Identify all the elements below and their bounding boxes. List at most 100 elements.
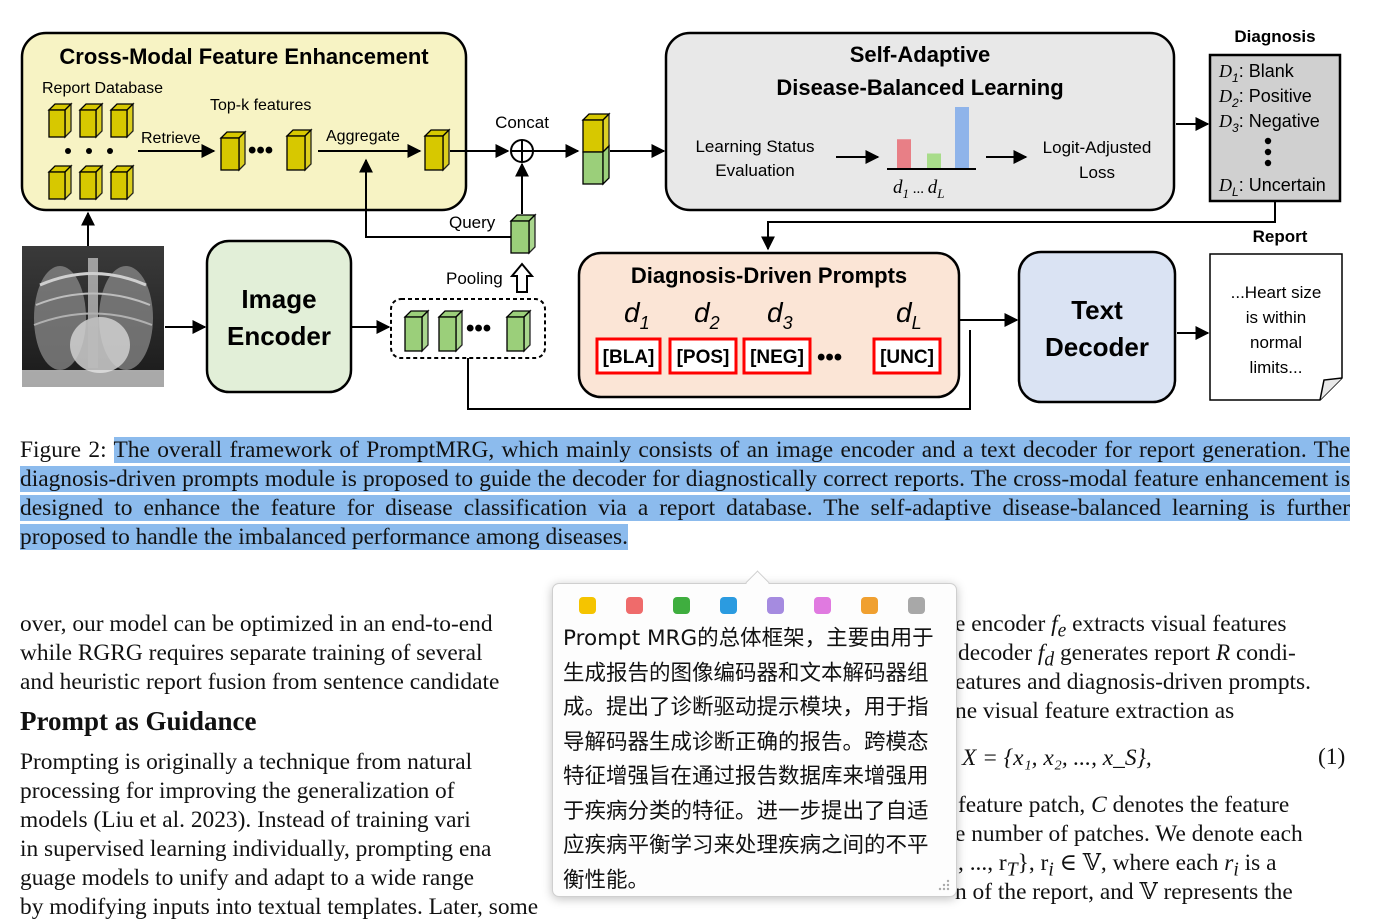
concat-label: Concat	[495, 113, 549, 132]
query-cube	[509, 213, 537, 255]
text-decoder-box	[1017, 250, 1177, 404]
prompt-token-box-1	[595, 337, 662, 375]
left-para2-line-3: models (Liu et al. 2023). Instead of tra…	[20, 807, 471, 833]
learning-status-line1: Learning Status	[695, 137, 814, 156]
left-para2-line-4: in supervised learning individually, pro…	[20, 836, 492, 862]
prompt-symbol-1: d1	[624, 297, 650, 333]
resize-grip-icon[interactable]	[938, 879, 950, 891]
highlight-swatch-1[interactable]	[579, 597, 596, 614]
report-database-label: Report Database	[42, 80, 163, 97]
report-database-cubes	[47, 102, 135, 201]
image-encoder-box	[205, 239, 353, 394]
left-para2-line-5: guage models to unify and adapt to a wid…	[20, 865, 475, 891]
concat-feature-block	[581, 112, 611, 186]
prompt-token-1: [BLA]	[603, 347, 655, 368]
db-cube-3	[47, 164, 73, 201]
right-line-6: e number of patches. We denote each	[955, 821, 1303, 847]
highlight-swatch-5[interactable]	[767, 597, 784, 614]
retrieve-label: Retrieve	[141, 130, 201, 147]
highlight-swatch-6[interactable]	[814, 597, 831, 614]
svg-text:•••: •••	[817, 344, 842, 371]
right-line-2: decoder fd generates report R condi-	[958, 640, 1296, 671]
diagnosis-item-1: D1: Blank	[1218, 61, 1295, 85]
pooling-label: Pooling	[446, 269, 503, 288]
highlight-swatch-7[interactable]	[861, 597, 878, 614]
highlight-swatch-4[interactable]	[720, 597, 737, 614]
text-decoder-line1: Text	[1071, 295, 1123, 325]
query-label: Query	[449, 213, 496, 232]
left-line-3: and heuristic report fusion from sentenc…	[20, 669, 500, 695]
prompt-symbol-2: d2	[694, 297, 720, 333]
db-cube-5	[109, 164, 135, 201]
aggregate-label: Aggregate	[326, 128, 400, 145]
prompt-token-4: [UNC]	[880, 347, 934, 368]
query-arrow	[359, 158, 512, 238]
highlight-swatch-2[interactable]	[626, 597, 643, 614]
equation: X = {x₁, x₂, ..., x_S},	[962, 745, 1152, 771]
self-adaptive-line2: Disease-Balanced Learning	[776, 75, 1063, 100]
aggregated-feature-cube	[423, 128, 451, 172]
figure-caption[interactable]: Figure 2: The overall framework of Promp…	[20, 436, 1350, 552]
query-feature-cube	[509, 213, 537, 255]
left-line-2: while RGRG requires separate training of…	[20, 640, 483, 666]
highlight-swatch-8[interactable]	[908, 597, 925, 614]
topk-cube-last	[285, 128, 313, 172]
prompt-token-box-3	[742, 337, 812, 375]
report-line-3: normal	[1250, 333, 1302, 352]
right-line-8: n of the report, and 𝕍 represents the	[955, 879, 1293, 905]
prompt-symbol-3: d3	[767, 297, 793, 333]
agg-cube	[423, 128, 451, 172]
db-cube-2	[109, 102, 135, 139]
visual-cube-3	[505, 309, 532, 353]
visual-feature-cubes	[403, 309, 532, 353]
diagnosis-item-4: DL: Uncertain	[1218, 175, 1326, 199]
equation-number: (1)	[1318, 744, 1346, 770]
prompt-token-2: [POS]	[677, 347, 730, 368]
left-para2-line-2: processing for improving the generalizat…	[20, 778, 455, 804]
report-document	[1209, 253, 1343, 401]
concat-bottom	[582, 151, 604, 185]
diagnosis-to-prompts-arrow	[761, 201, 1276, 251]
image-encoder-line1: Image	[241, 284, 316, 314]
learning-status-line2: Evaluation	[715, 161, 794, 180]
diagnosis-box	[1208, 53, 1342, 203]
db-cube-0	[47, 102, 73, 139]
caption-selected-text[interactable]: The overall framework of PromptMRG, whic…	[20, 437, 1350, 550]
status-bar-3	[955, 107, 969, 169]
right-line-4: ne visual feature extraction as	[955, 698, 1235, 724]
topk-features-label: Top-k features	[210, 97, 311, 114]
bar-axis-label: d1 ... dL	[893, 177, 944, 201]
caption-label: Figure 2:	[20, 437, 107, 463]
section-heading: Prompt as Guidance	[20, 706, 257, 736]
prompt-tokens: d1[BLA]d2[POS]d3[NEG]dL[UNC]	[595, 297, 942, 375]
concat-top	[581, 112, 611, 154]
right-line-1: e encoder fe extracts visual features	[955, 611, 1287, 642]
logit-line1: Logit-Adjusted	[1043, 138, 1152, 157]
right-line-3: eatures and diagnosis-driven prompts.	[955, 669, 1311, 695]
report-line-2: is within	[1246, 308, 1306, 327]
chest-xray-image	[22, 246, 164, 387]
ddp-title: Diagnosis-Driven Prompts	[631, 263, 907, 288]
prompt-token-3: [NEG]	[750, 347, 804, 368]
self-adaptive-line1: Self-Adaptive	[850, 42, 991, 67]
translation-text[interactable]: Prompt MRG的总体框架，主要由用于生成报告的图像编码器和文本解码器组成。…	[563, 626, 934, 893]
translation-popup[interactable]: Prompt MRG的总体框架，主要由用于生成报告的图像编码器和文本解码器组成。…	[552, 570, 957, 897]
visual-cube-2	[437, 309, 464, 353]
popup-pointer	[745, 570, 770, 595]
topk-cube-first	[219, 130, 247, 172]
db-cube-4	[78, 164, 104, 201]
right-line-7: , ..., rT}, ri ∈ 𝕍, where each ri is a	[958, 850, 1277, 881]
prompt-token-box-2	[668, 337, 738, 375]
framework-figure: Cross-Modal Feature Enhancement Report D…	[20, 27, 1343, 410]
db-cube-1	[78, 102, 104, 139]
diagnosis-item-3: D3: Negative	[1218, 111, 1320, 135]
logit-line2: Loss	[1079, 163, 1115, 182]
report-line-4: limits...	[1250, 358, 1303, 377]
visual-to-decoder-line	[467, 330, 971, 410]
learning-status-bars	[897, 107, 969, 169]
highlight-swatch-3[interactable]	[673, 597, 690, 614]
cross-modal-title: Cross-Modal Feature Enhancement	[59, 44, 429, 69]
status-bar-1	[897, 139, 911, 169]
svg-text:•••: •••	[466, 315, 491, 342]
